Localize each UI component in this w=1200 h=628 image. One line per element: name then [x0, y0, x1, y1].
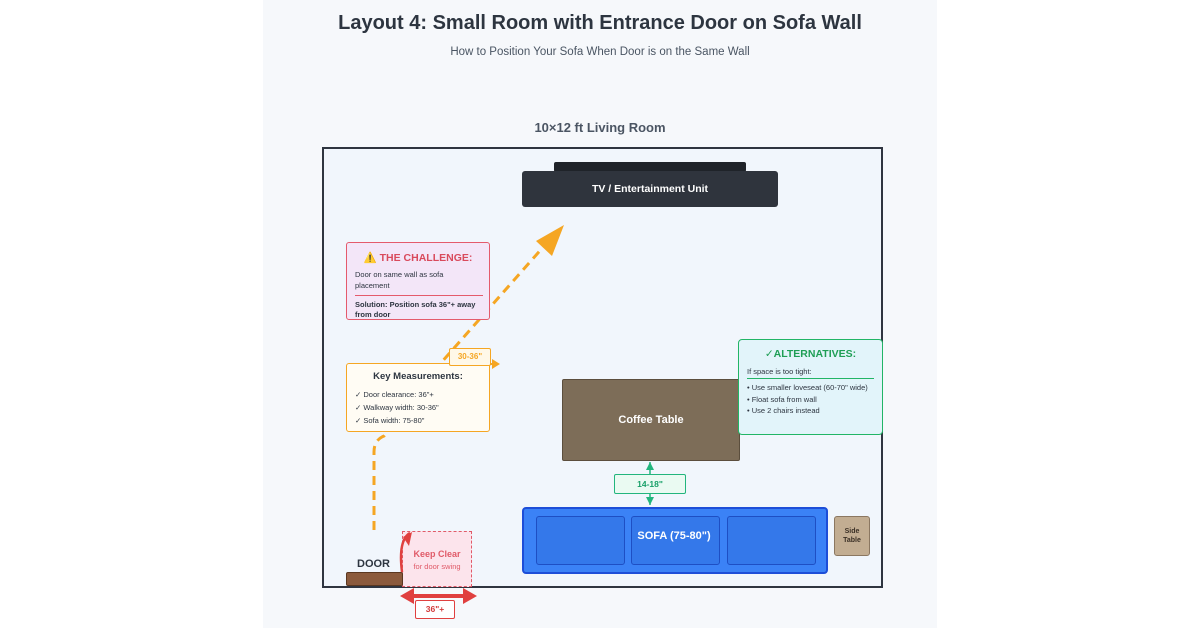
challenge-body: Door on same wall as sofa placement — [355, 270, 444, 290]
key-measurements-list: ✓ Door clearance: 36"+ ✓ Walkway width: … — [355, 388, 439, 427]
door-clearance-arrow-right-icon — [463, 588, 477, 604]
key-measurements-title: Key Measurements: — [373, 371, 463, 382]
door-clearance-badge: 36"+ — [415, 600, 455, 619]
door-label: DOOR — [357, 558, 390, 570]
alternative-item: • Use smaller loveseat (60-70" wide) — [747, 383, 868, 392]
walkway-width-arrow-icon — [492, 359, 500, 369]
sofa-cushion-left — [536, 516, 625, 565]
door — [346, 572, 403, 586]
side-table: Side Table — [834, 516, 870, 556]
alternatives-callout: ✓ALTERNATIVES: If space is too tight: • … — [738, 339, 883, 435]
challenge-solution: Solution: Position sofa 36"+ away from d… — [355, 300, 476, 319]
key-measurement-item: ✓ Door clearance: 36"+ — [355, 390, 434, 399]
room-label: 10×12 ft Living Room — [534, 120, 666, 135]
challenge-title: ⚠️ THE CHALLENGE: — [363, 252, 473, 264]
coffee-table: Coffee Table — [562, 379, 740, 461]
key-measurement-item: ✓ Walkway width: 30-36" — [355, 403, 439, 412]
alternatives-subtitle: If space is too tight: — [747, 367, 812, 376]
walkway-arrowhead-icon — [536, 225, 564, 256]
key-measurements-callout: Key Measurements: ✓ Door clearance: 36"+… — [346, 363, 490, 432]
keep-clear-title: Keep Clear — [413, 549, 461, 559]
door-swing-arrow-icon — [403, 532, 412, 546]
tv-unit: TV / Entertainment Unit — [522, 171, 778, 207]
sofa-cushion-middle — [631, 516, 720, 565]
challenge-callout: ⚠️ THE CHALLENGE: Door on same wall as s… — [346, 242, 490, 320]
walkway-path — [372, 244, 547, 530]
coffee-gap-arrow-down-icon — [646, 497, 654, 505]
keep-clear-subtitle: for door swing — [413, 562, 461, 571]
sofa-cushion-right — [727, 516, 816, 565]
alternative-item: • Float sofa from wall — [747, 394, 817, 404]
door-clearance-arrow-left-icon — [400, 588, 414, 604]
coffee-gap-badge: 14-18" — [614, 474, 686, 494]
keep-clear-zone: Keep Clear for door swing — [402, 531, 472, 587]
alternatives-title: ✓ALTERNATIVES: — [764, 348, 857, 360]
alternatives-divider — [747, 378, 874, 379]
alternatives-list: • Use smaller loveseat (60-70" wide) • F… — [747, 382, 879, 417]
challenge-divider — [355, 295, 483, 296]
key-measurement-item: ✓ Sofa width: 75-80" — [355, 416, 425, 425]
page-subtitle: How to Position Your Sofa When Door is o… — [450, 46, 750, 58]
tv-screen — [554, 162, 746, 172]
page-title: Layout 4: Small Room with Entrance Door … — [338, 12, 862, 34]
walkway-width-badge: 30-36" — [449, 348, 491, 366]
coffee-gap-arrow-up-icon — [646, 462, 654, 470]
alternative-item: • Use 2 chairs instead — [747, 406, 820, 415]
sofa-label: SOFA (75-80") — [637, 530, 711, 542]
sofa — [522, 507, 828, 574]
